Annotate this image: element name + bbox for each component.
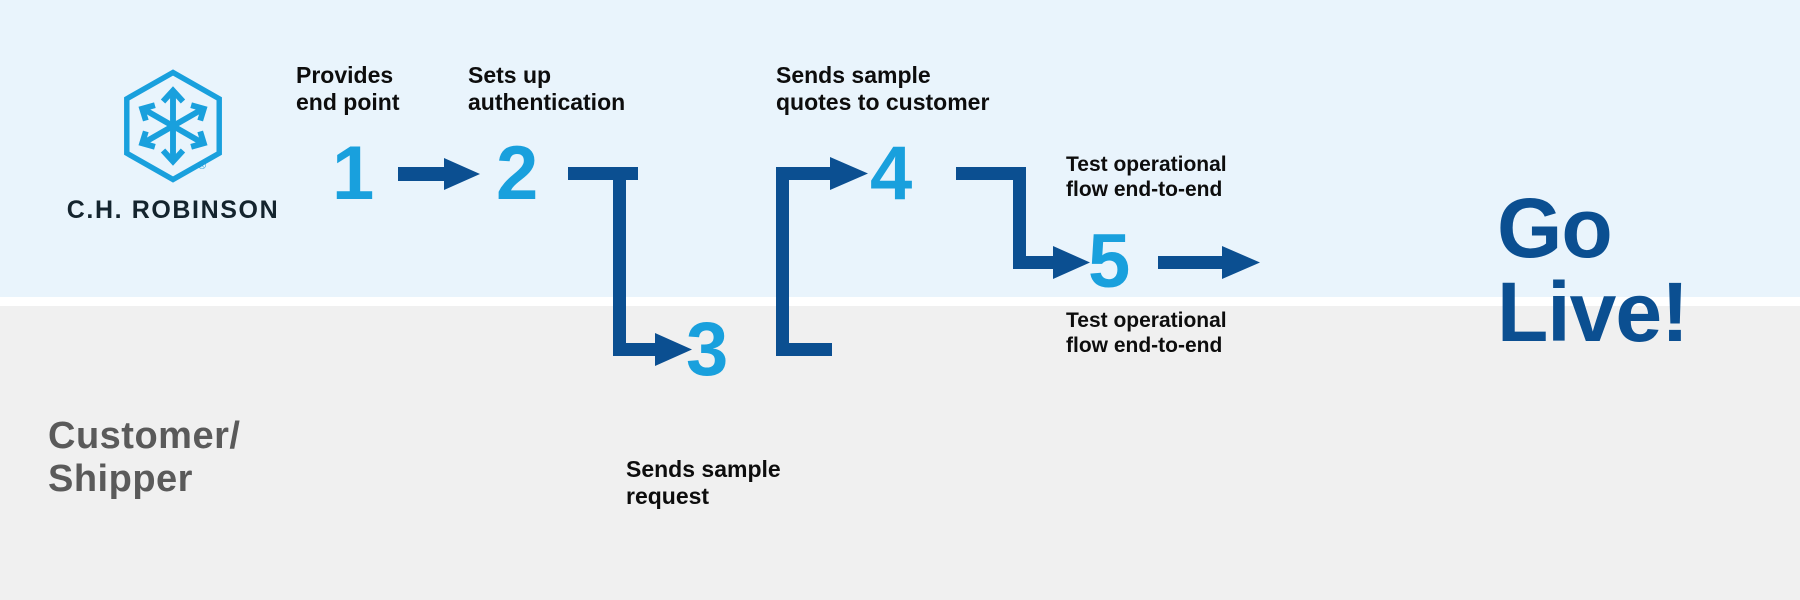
arrow-4-to-5-icon (956, 167, 1090, 279)
step-number-5: 5 (1088, 219, 1131, 304)
step-4-caption: Sends sample quotes to customer (776, 62, 990, 116)
step-5-caption-below: Test operational flow end-to-end (1066, 309, 1227, 358)
lane-band-ch-robinson (0, 0, 1800, 297)
brand-logo-block: C.H. ROBINSON (48, 68, 298, 225)
arrow-1-to-2-icon (398, 158, 480, 190)
arrow-3-to-4-icon (776, 157, 868, 356)
lane-divider (0, 297, 1800, 306)
step-5-caption-above: Test operational flow end-to-end (1066, 153, 1227, 202)
arrow-2-to-3-icon (568, 167, 692, 366)
step-2-caption: Sets up authentication (468, 62, 626, 116)
step-3-caption: Sends sample request (626, 456, 781, 510)
step-number-4: 4 (870, 131, 913, 216)
step-number-2: 2 (496, 131, 539, 216)
arrow-5-to-golive-icon (1158, 246, 1260, 279)
lane-band-customer (0, 306, 1800, 600)
ch-robinson-hexagon-logo-icon (124, 69, 222, 183)
go-live-label: Go Live! (1497, 181, 1689, 359)
registered-trademark-icon: ® (198, 160, 207, 172)
step-1-caption: Provides end point (296, 62, 400, 116)
step-number-1: 1 (332, 131, 375, 216)
lane-label-customer-shipper: Customer/ Shipper (48, 415, 241, 500)
brand-wordmark: C.H. ROBINSON (66, 196, 280, 224)
step-number-3: 3 (686, 307, 729, 392)
